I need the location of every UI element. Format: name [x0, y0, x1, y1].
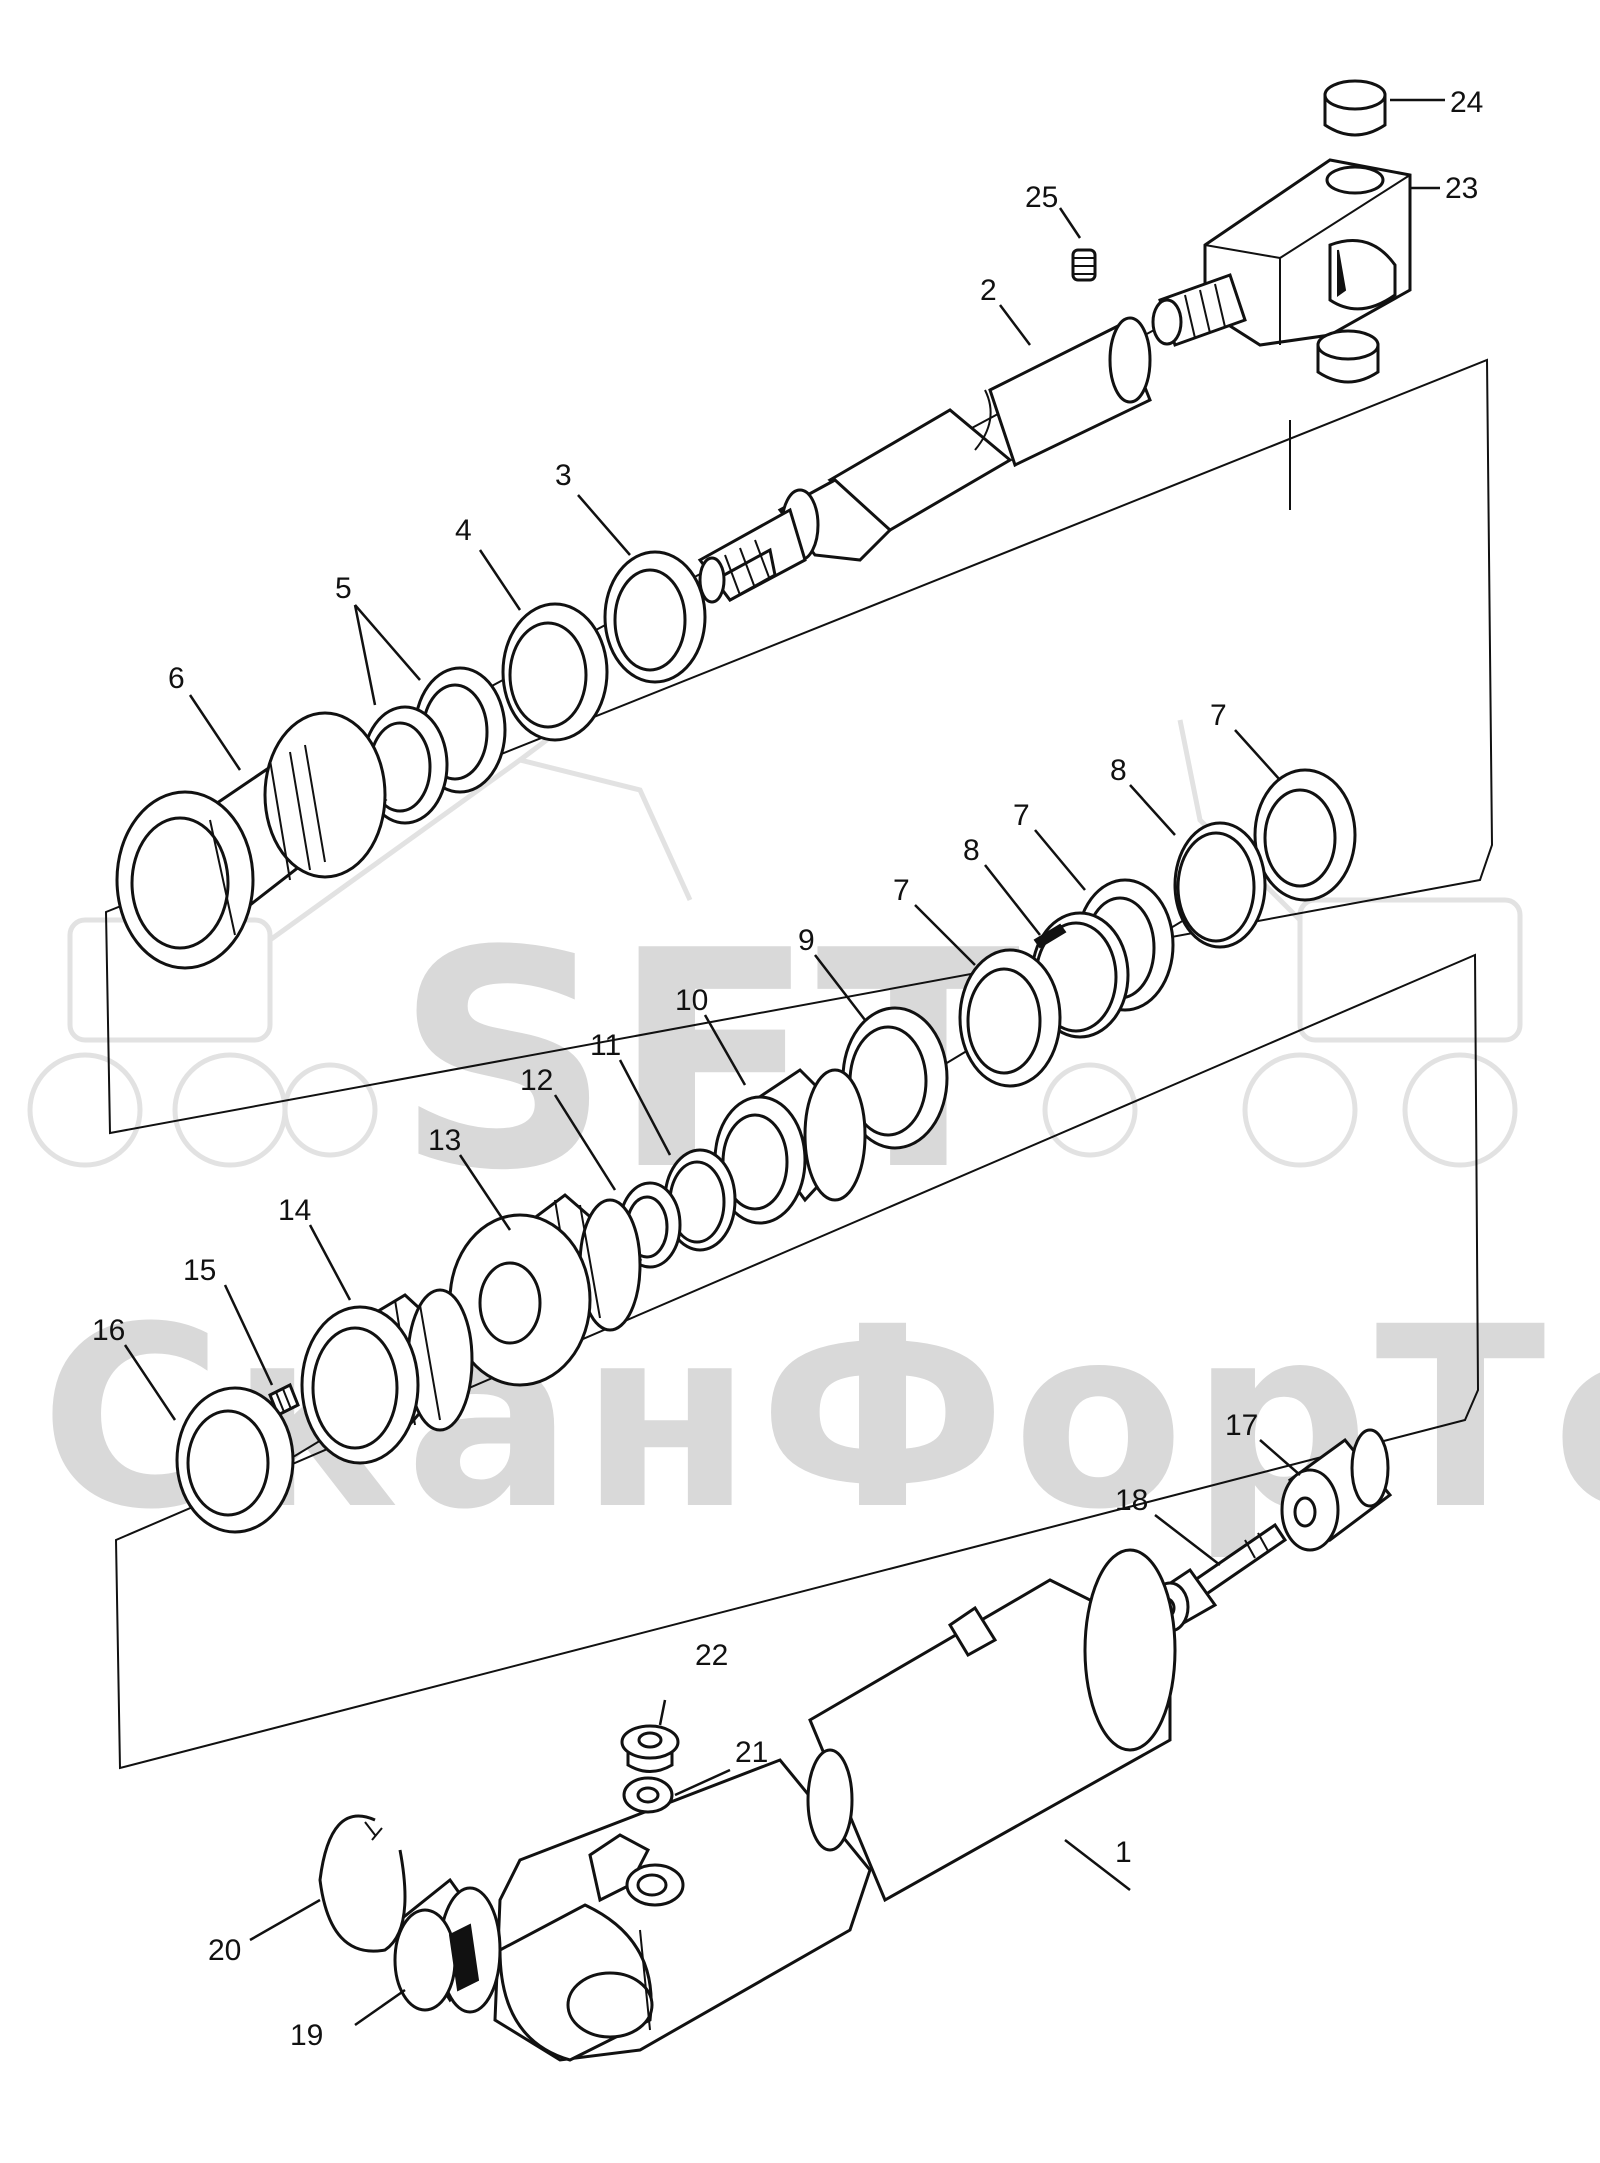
part-2-piston-rod: [697, 316, 1152, 604]
callout-7-middle: 7: [1013, 799, 1030, 832]
callout-20: 20: [208, 1934, 241, 1967]
callout-15: 15: [183, 1254, 216, 1287]
part-20-circlip: [318, 1814, 407, 1953]
part-3-ring: [603, 550, 707, 684]
part-4-ring: [501, 602, 609, 742]
callout-9: 9: [798, 924, 815, 957]
callout-7-left: 7: [893, 874, 910, 907]
part-8-oring-right: [1173, 821, 1267, 949]
part-23-clevis: [1203, 158, 1412, 347]
part-1-cylinder-barrel: [493, 1548, 1177, 2062]
callout-24: 24: [1450, 86, 1483, 119]
part-23-lower-bushing: [1316, 329, 1380, 384]
part-17-bushing: [1280, 1428, 1393, 1552]
callout-3: 3: [555, 459, 572, 492]
part-25-grease-nipple: [1071, 248, 1097, 282]
callout-13: 13: [428, 1124, 461, 1157]
callout-12: 12: [520, 1064, 553, 1097]
callout-1: 1: [1115, 1836, 1132, 1869]
part-7-ring-left: [958, 948, 1062, 1088]
callout-22: 22: [695, 1639, 728, 1672]
part-22-plug: [620, 1724, 680, 1773]
leader-lines: [123, 98, 1445, 2027]
watermark-machine-right: [1042, 719, 1523, 1168]
part-7-ring-right: [1253, 768, 1357, 902]
part-6-cylinder-head: [115, 711, 388, 970]
callout-23: 23: [1445, 172, 1478, 205]
callout-labels: 24 23 25 2 3 4 5 6 7 8 7 8 7 9 10 11 12 …: [92, 86, 1483, 2052]
callout-18: 18: [1115, 1484, 1148, 1517]
part-24-bushing: [1323, 79, 1387, 137]
callout-25: 25: [1025, 181, 1058, 214]
callout-16: 16: [92, 1314, 125, 1347]
part-19-spherical-bearing: [393, 1877, 502, 2014]
callout-5: 5: [335, 572, 352, 605]
part-13-piston: [448, 1193, 643, 1387]
callout-17: 17: [1225, 1409, 1258, 1442]
callout-19: 19: [290, 2019, 323, 2052]
callout-10: 10: [675, 984, 708, 1017]
callout-7-right: 7: [1210, 699, 1227, 732]
callout-11: 11: [590, 1029, 621, 1062]
callout-21: 21: [735, 1736, 768, 1769]
part-16-wiper-seal: [175, 1386, 295, 1534]
callout-14: 14: [278, 1194, 311, 1227]
callout-4: 4: [455, 514, 472, 547]
part-23-threaded-stud: [1151, 273, 1247, 347]
part-14-gland: [300, 1288, 474, 1465]
part-10-sleeve: [713, 1068, 868, 1225]
part-21-washer: [622, 1776, 674, 1814]
callout-8-right: 8: [1110, 754, 1127, 787]
callout-8-middle: 8: [963, 834, 980, 867]
callout-6: 6: [168, 662, 185, 695]
callout-2: 2: [980, 274, 997, 307]
